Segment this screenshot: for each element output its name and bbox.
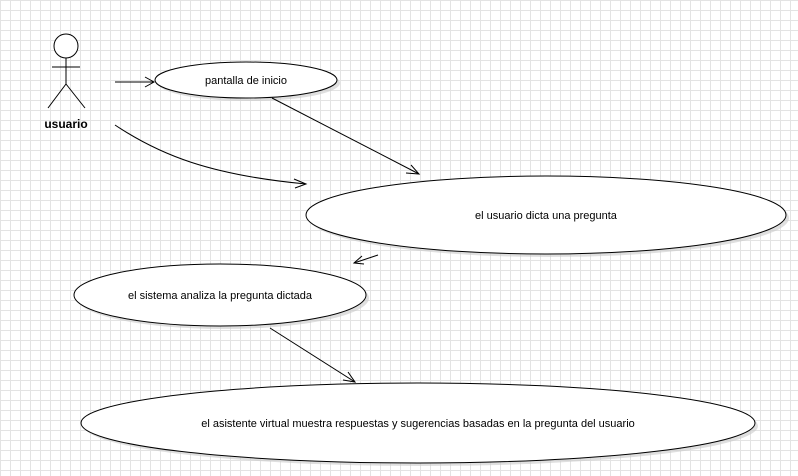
use-case-ellipse <box>154 61 338 99</box>
use-case-ellipse <box>305 175 787 255</box>
use-case-label: el asistente virtual muestra respuestas … <box>201 418 635 430</box>
arrowhead <box>342 371 357 383</box>
use-case-usuario-dicta-pregunta[interactable]: el usuario dicta una pregunta <box>305 175 789 257</box>
connector-line <box>269 327 356 383</box>
connector-sistema-analiza-to-asistente-muestra[interactable] <box>269 327 357 383</box>
connector-actor-to-usuario-dicta[interactable] <box>114 124 308 189</box>
arrowhead <box>293 178 308 189</box>
use-case-pantalla-de-inicio[interactable]: pantalla de inicio <box>154 61 340 101</box>
actor-left-leg <box>47 83 67 109</box>
use-case-asistente-muestra-respuestas[interactable]: el asistente virtual muestra respuestas … <box>80 382 758 466</box>
actor-right-leg <box>65 83 86 109</box>
connector-line <box>114 124 307 185</box>
arrowhead <box>144 76 156 88</box>
use-case-ellipse <box>73 263 367 327</box>
use-case-sistema-analiza-pregunta[interactable]: el sistema analiza la pregunta dictada <box>73 263 369 329</box>
use-case-label: el usuario dicta una pregunta <box>475 210 618 222</box>
arrowhead <box>405 164 421 175</box>
use-case-label: pantalla de inicio <box>205 75 287 87</box>
connector-actor-to-pantalla-inicio[interactable] <box>115 76 156 88</box>
actor-usuario[interactable]: usuario <box>44 33 88 131</box>
connector-line <box>353 254 379 264</box>
use-case-label: el sistema analiza la pregunta dictada <box>128 290 313 302</box>
use-case-ellipse <box>80 382 756 464</box>
arrowhead <box>352 255 365 265</box>
connector-pantalla-inicio-to-usuario-dicta[interactable] <box>271 97 421 175</box>
connector-usuario-dicta-to-sistema-analiza[interactable] <box>352 254 379 265</box>
actor-label: usuario <box>44 117 87 131</box>
connector-line <box>271 97 420 175</box>
actor-head <box>53 33 79 59</box>
